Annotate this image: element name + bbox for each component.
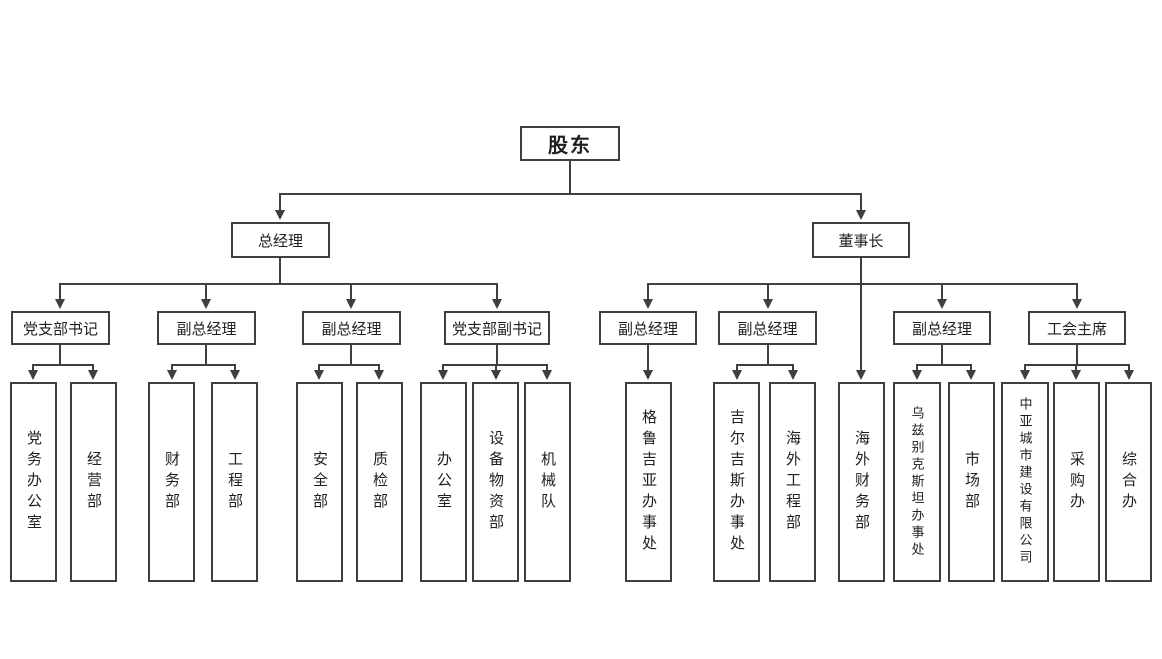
node-deputy-gm-5: 副总经理 — [893, 311, 991, 345]
node-dept-kyrgyzstan-office: 吉尔吉斯办事处 — [713, 382, 760, 582]
node-shareholders: 股东 — [520, 126, 620, 161]
vertical-label: 安全部 — [311, 450, 328, 514]
node-dept-general-office: 综合办 — [1105, 382, 1152, 582]
vertical-label: 海外财务部 — [853, 429, 870, 535]
node-deputy-party-branch-secretary: 党支部副书记 — [444, 311, 550, 345]
vertical-label: 党务办公室 — [25, 429, 42, 535]
vertical-label: 乌兹别克斯坦办事处 — [909, 405, 925, 559]
node-party-branch-secretary: 党支部书记 — [11, 311, 110, 345]
node-dept-uzbekistan-office: 乌兹别克斯坦办事处 — [893, 382, 941, 582]
vertical-label: 机械队 — [539, 450, 556, 514]
node-deputy-gm-4: 副总经理 — [718, 311, 817, 345]
node-dept-finance: 财务部 — [148, 382, 195, 582]
vertical-label: 经营部 — [85, 450, 102, 514]
node-union-chairman: 工会主席 — [1028, 311, 1126, 345]
node-dept-overseas-finance: 海外财务部 — [838, 382, 885, 582]
vertical-label: 吉尔吉斯办事处 — [728, 408, 745, 556]
node-deputy-gm-1: 副总经理 — [157, 311, 256, 345]
node-dept-safety: 安全部 — [296, 382, 343, 582]
node-dept-office: 办公室 — [420, 382, 467, 582]
node-deputy-gm-2: 副总经理 — [302, 311, 401, 345]
vertical-label: 格鲁吉亚办事处 — [640, 408, 657, 556]
vertical-label: 财务部 — [163, 450, 180, 514]
vertical-label: 市场部 — [963, 450, 980, 514]
vertical-label: 采购办 — [1068, 450, 1085, 514]
node-chairman: 董事长 — [812, 222, 910, 258]
node-dept-central-asia-urban-construction-co: 中亚城市建设有限公司 — [1001, 382, 1049, 582]
vertical-label: 工程部 — [226, 450, 243, 514]
vertical-label: 中亚城市建设有限公司 — [1017, 397, 1033, 567]
node-deputy-gm-3: 副总经理 — [599, 311, 697, 345]
node-general-manager: 总经理 — [231, 222, 330, 258]
node-dept-marketing: 市场部 — [948, 382, 995, 582]
vertical-label: 设备物资部 — [487, 429, 504, 535]
vertical-label: 海外工程部 — [784, 429, 801, 535]
node-dept-quality-inspection: 质检部 — [356, 382, 403, 582]
vertical-label: 质检部 — [371, 450, 388, 514]
node-dept-procurement-office: 采购办 — [1053, 382, 1100, 582]
node-dept-equipment-materials: 设备物资部 — [472, 382, 519, 582]
node-dept-engineering: 工程部 — [211, 382, 258, 582]
node-dept-party-affairs-office: 党务办公室 — [10, 382, 57, 582]
vertical-label: 办公室 — [435, 450, 452, 514]
node-dept-machinery-team: 机械队 — [524, 382, 571, 582]
node-dept-overseas-engineering: 海外工程部 — [769, 382, 816, 582]
vertical-label: 综合办 — [1120, 450, 1137, 514]
node-dept-operations: 经营部 — [70, 382, 117, 582]
node-dept-georgia-office: 格鲁吉亚办事处 — [625, 382, 672, 582]
